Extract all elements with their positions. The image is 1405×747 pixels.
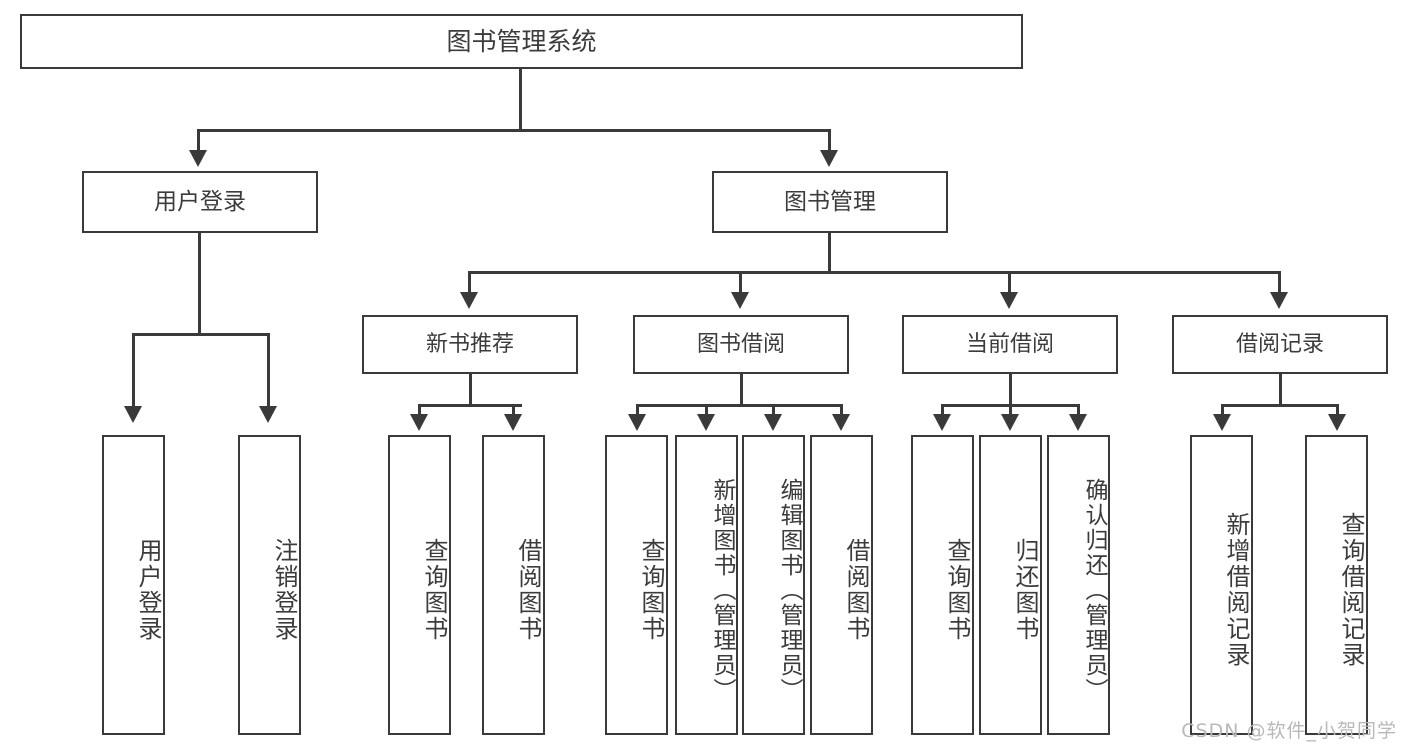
node-book-manage[interactable]: 图书管理 xyxy=(712,171,948,233)
arrow-to-borrow-record xyxy=(1270,292,1288,309)
leaf-add-borrow-record[interactable]: 新增借阅记录 xyxy=(1190,435,1253,735)
connector-level2-drop-1 xyxy=(468,271,471,296)
connector-new-book-drop-1 xyxy=(418,404,421,416)
connector-current-borrow-drop-3 xyxy=(1077,404,1080,416)
arrow-to-leaf-query-book-b xyxy=(628,414,646,431)
leaf-logout[interactable]: 注销登录 xyxy=(238,435,301,735)
arrow-to-leaf-add-record xyxy=(1213,414,1231,431)
connector-book-borrow-drop-1 xyxy=(636,404,639,416)
connector-root-bus xyxy=(197,129,831,132)
connector-user-login-drop-2 xyxy=(267,333,270,411)
leaf-query-borrow-record[interactable]: 查询借阅记录 xyxy=(1305,435,1368,735)
arrow-to-leaf-confirm-return xyxy=(1069,414,1087,431)
connector-current-borrow-drop-1 xyxy=(941,404,944,416)
leaf-edit-book-admin[interactable]: 编辑图书（管理员） xyxy=(742,435,805,735)
leaf-return-book[interactable]: 归还图书 xyxy=(979,435,1042,735)
connector-user-login-bus xyxy=(132,333,269,336)
leaf-query-book-new[interactable]: 查询图书 xyxy=(388,435,451,735)
arrow-to-current-borrow xyxy=(1000,292,1018,309)
node-user-login[interactable]: 用户登录 xyxy=(82,171,318,233)
leaf-user-login[interactable]: 用户登录 xyxy=(102,435,165,735)
leaf-add-book-admin[interactable]: 新增图书（管理员） xyxy=(675,435,738,735)
connector-user-login-drop-1 xyxy=(132,333,135,411)
connector-new-book-stem xyxy=(469,374,472,406)
arrow-to-book-borrow xyxy=(731,292,749,309)
connector-borrow-record-drop-2 xyxy=(1336,404,1339,416)
arrow-to-leaf-logout xyxy=(259,406,277,423)
connector-current-borrow-drop-2 xyxy=(1009,404,1012,416)
connector-new-book-drop-2 xyxy=(512,404,515,416)
arrow-to-leaf-query-book-a xyxy=(410,414,428,431)
node-book-borrow[interactable]: 图书借阅 xyxy=(633,315,849,374)
arrow-to-user-login xyxy=(189,150,207,167)
arrow-to-leaf-query-book-c xyxy=(933,414,951,431)
connector-book-borrow-stem xyxy=(740,374,743,406)
connector-book-borrow-bus xyxy=(636,404,842,407)
connector-borrow-record-stem xyxy=(1279,374,1282,406)
arrow-to-leaf-query-record xyxy=(1328,414,1346,431)
connector-level2-drop-2 xyxy=(739,271,742,296)
arrow-to-leaf-return-book xyxy=(1001,414,1019,431)
connector-level2-bus xyxy=(468,271,1280,274)
arrow-to-leaf-user-login xyxy=(124,406,142,423)
connector-root-left-drop xyxy=(197,129,200,155)
node-new-book-recommend[interactable]: 新书推荐 xyxy=(362,315,578,374)
connector-level2-drop-4 xyxy=(1278,271,1281,296)
arrow-to-book-manage xyxy=(820,150,838,167)
leaf-borrow-book-borrow[interactable]: 借阅图书 xyxy=(810,435,873,735)
arrow-to-leaf-borrow-book-a xyxy=(504,414,522,431)
connector-new-book-bus xyxy=(418,404,522,407)
connector-book-borrow-drop-3 xyxy=(772,404,775,416)
leaf-borrow-book-new[interactable]: 借阅图书 xyxy=(482,435,545,735)
connector-book-borrow-drop-4 xyxy=(840,404,843,416)
connector-borrow-record-bus xyxy=(1221,404,1339,407)
node-borrow-record[interactable]: 借阅记录 xyxy=(1172,315,1388,374)
connector-book-borrow-drop-2 xyxy=(705,404,708,416)
connector-root-right-drop xyxy=(828,129,831,155)
arrow-to-leaf-edit-book xyxy=(764,414,782,431)
arrow-to-leaf-add-book xyxy=(697,414,715,431)
connector-book-manage-stem xyxy=(828,233,831,273)
arrow-to-new-book xyxy=(460,292,478,309)
node-root-system[interactable]: 图书管理系统 xyxy=(20,14,1023,69)
connector-user-login-stem xyxy=(198,233,201,335)
leaf-query-book-current[interactable]: 查询图书 xyxy=(911,435,974,735)
connector-root-stem xyxy=(519,69,522,131)
leaf-query-book-borrow[interactable]: 查询图书 xyxy=(605,435,668,735)
leaf-confirm-return-admin[interactable]: 确认归还（管理员） xyxy=(1047,435,1110,735)
connector-current-borrow-stem xyxy=(1009,374,1012,406)
node-current-borrow[interactable]: 当前借阅 xyxy=(902,315,1118,374)
arrow-to-leaf-borrow-book-b xyxy=(832,414,850,431)
connector-borrow-record-drop-1 xyxy=(1221,404,1224,416)
connector-level2-drop-3 xyxy=(1008,271,1011,296)
